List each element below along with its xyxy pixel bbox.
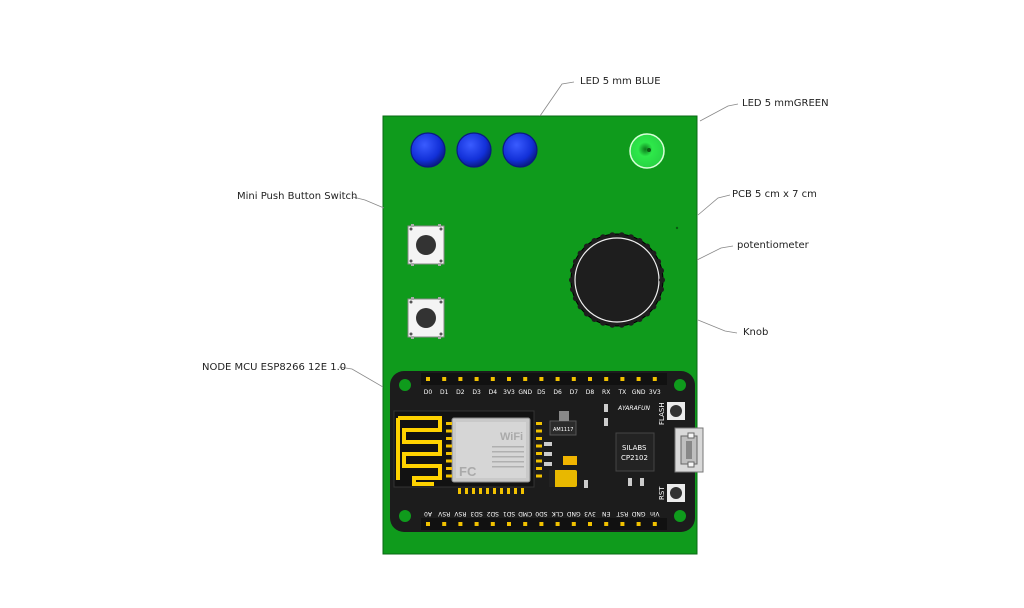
- green-led: [629, 133, 665, 169]
- bottom-pin-label: GND: [567, 510, 581, 517]
- antenna-trace: [396, 416, 442, 486]
- top-pin-label: D6: [553, 389, 562, 396]
- bottom-pin-label: SD1: [503, 510, 515, 517]
- flash-button: FLASH: [658, 402, 685, 425]
- svg-text:RST: RST: [658, 486, 666, 500]
- micro-usb-port: [674, 427, 704, 473]
- bottom-pin: [555, 522, 560, 526]
- leader-lines: [338, 81, 739, 388]
- blue-leds: [410, 132, 538, 168]
- svg-text:FLASH: FLASH: [658, 402, 666, 425]
- top-pin-label: 3V3: [649, 389, 661, 396]
- bottom-pin-label: RSV: [437, 510, 450, 517]
- bottom-pin-label: SD2: [486, 510, 498, 517]
- top-pin: [636, 377, 641, 381]
- potentiometer-knob: [569, 232, 665, 328]
- bottom-pin-label: Vin: [650, 510, 660, 517]
- bottom-pin-label: RSV: [453, 510, 466, 517]
- top-pin: [620, 377, 625, 381]
- top-pin: [490, 377, 495, 381]
- top-pin-label: 3V3: [503, 389, 515, 396]
- bottom-pin: [604, 522, 609, 526]
- top-pin-label: GND: [632, 389, 646, 396]
- blue-led-3: [502, 132, 538, 168]
- bottom-pin-label: CLK: [551, 510, 564, 517]
- bottom-pin: [458, 522, 463, 526]
- bottom-pin-label: A0: [424, 510, 432, 517]
- bottom-pin: [588, 522, 592, 526]
- regulator-label: AM1117: [553, 427, 573, 433]
- usb-uart-chip: SILABS CP2102: [615, 432, 655, 472]
- bottom-pin: [620, 522, 625, 526]
- bottom-pin-label: EN: [602, 510, 610, 517]
- top-pin-label: GND: [518, 389, 532, 396]
- push-button-1: [407, 224, 445, 266]
- bottom-pin: [442, 522, 447, 526]
- top-pin-label: D0: [424, 389, 433, 396]
- bottom-pin-label: GND: [631, 510, 645, 517]
- blue-led-2: [456, 132, 492, 168]
- label-pcb: PCB 5 cm x 7 cm: [732, 189, 817, 200]
- chip-label-2: CP2102: [621, 454, 648, 462]
- blue-led-1: [410, 132, 446, 168]
- rst-button: RST: [658, 484, 685, 502]
- esp12e-module: WiFi FC: [393, 410, 542, 494]
- bottom-pin-label: 3V3: [584, 510, 596, 517]
- top-pin: [588, 377, 592, 381]
- bottom-pin: [636, 522, 641, 526]
- top-pin-label: D8: [586, 389, 595, 396]
- bottom-pin: [426, 522, 430, 526]
- bottom-pin: [523, 522, 528, 526]
- label-nodemcu: NODE MCU ESP8266 12E 1.0: [202, 362, 347, 373]
- brand-label: AYARAFUN: [617, 405, 651, 412]
- top-pin-label: D3: [472, 389, 481, 396]
- fc-logo: FC: [459, 464, 477, 479]
- label-knob: Knob: [743, 327, 769, 338]
- top-pin-label: D5: [537, 389, 546, 396]
- top-pin-label: D7: [570, 389, 579, 396]
- top-pin: [442, 377, 447, 381]
- top-pin: [604, 377, 609, 381]
- bottom-pin: [490, 522, 495, 526]
- bottom-pin: [539, 522, 544, 526]
- label-potentiometer: potentiometer: [737, 240, 809, 251]
- top-pin-label: D4: [489, 389, 498, 396]
- bottom-pin-label: RST: [616, 510, 628, 517]
- bottom-pin: [652, 522, 657, 526]
- bottom-pin: [507, 522, 511, 526]
- bottom-pin-label: SD0: [535, 510, 547, 517]
- top-pin: [555, 377, 560, 381]
- top-pin-label: RX: [602, 389, 610, 396]
- label-led-green: LED 5 mmGREEN: [742, 98, 829, 109]
- top-pin: [426, 377, 430, 381]
- top-pin: [571, 377, 576, 381]
- label-led-blue: LED 5 mm BLUE: [580, 76, 661, 87]
- top-pin: [474, 377, 479, 381]
- bottom-pin: [571, 522, 576, 526]
- bottom-pin-label: SD3: [470, 510, 482, 517]
- top-pin-label: TX: [618, 389, 627, 396]
- chip-label-1: SILABS: [622, 444, 647, 452]
- top-pin-label: D1: [440, 389, 449, 396]
- push-button-2: [407, 297, 445, 339]
- top-pin: [507, 377, 511, 381]
- smd-components: [544, 404, 644, 488]
- bottom-pin-label: CMD: [518, 510, 532, 517]
- voltage-regulator: AM1117: [549, 411, 577, 436]
- top-pin-label: D2: [456, 389, 465, 396]
- label-push-button: Mini Push Button Switch: [237, 191, 358, 202]
- top-pin: [523, 377, 528, 381]
- top-pin: [539, 377, 544, 381]
- top-pin: [652, 377, 657, 381]
- wifi-logo: WiFi: [500, 431, 523, 443]
- top-pin: [458, 377, 463, 381]
- bottom-pin: [474, 522, 479, 526]
